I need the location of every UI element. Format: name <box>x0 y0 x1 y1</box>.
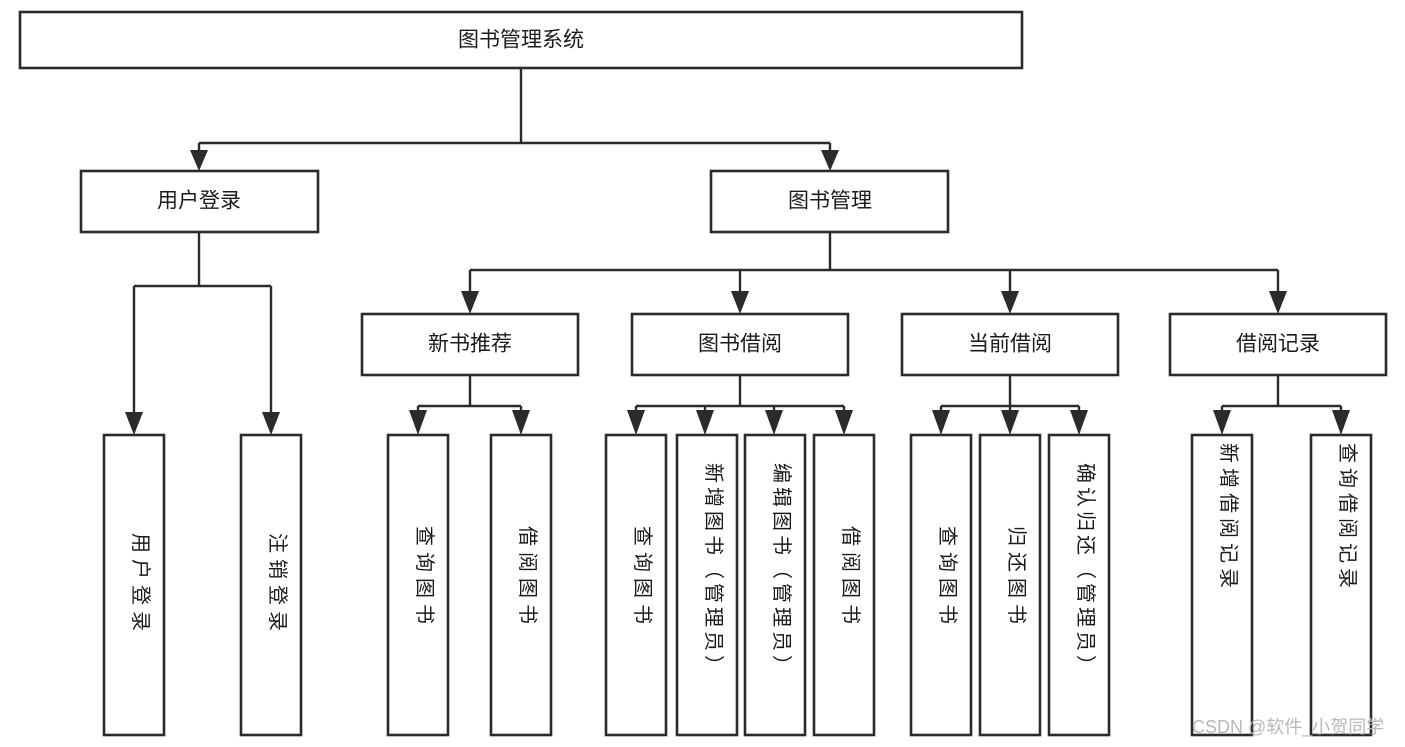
node-leaf-add-book[interactable]: 新增图书（管理员） <box>675 433 739 737</box>
node-new-book-recommend-label: 新书推荐 <box>428 333 512 356</box>
arrow-head-leaf-add-book <box>696 410 714 435</box>
node-leaf-query-book-2-label: 查询图书 <box>631 526 654 630</box>
node-leaf-borrow-book-1-label: 借阅图书 <box>516 526 539 630</box>
node-leaf-edit-book[interactable]: 编辑图书（管理员） <box>743 433 807 737</box>
node-root-label: 图书管理系统 <box>458 29 584 52</box>
node-leaf-confirm-return[interactable]: 确认归还（管理员） <box>1047 433 1111 737</box>
node-book-borrow-label: 图书借阅 <box>698 333 782 356</box>
node-leaf-borrow-book-2-box[interactable] <box>812 433 876 737</box>
arrow-head-book-management <box>821 150 839 171</box>
node-book-management[interactable]: 图书管理 <box>709 169 950 234</box>
node-leaf-query-record-box[interactable] <box>1309 433 1373 737</box>
node-new-book-recommend[interactable]: 新书推荐 <box>360 312 580 377</box>
node-leaf-add-record[interactable]: 新增借阅记录 <box>1190 433 1254 737</box>
arrow-head-leaf-confirm-return <box>1070 410 1088 435</box>
arrow-head-leaf-query-book-2 <box>627 410 645 435</box>
node-leaf-query-book-1[interactable]: 查询图书 <box>386 433 450 737</box>
node-root[interactable]: 图书管理系统 <box>18 10 1024 70</box>
arrow-head-new-book-recommend <box>461 291 479 314</box>
node-leaf-query-book-1-label: 查询图书 <box>413 526 436 630</box>
arrow-head-leaf-query-book-3 <box>932 410 950 435</box>
node-leaf-edit-book-label: 编辑图书（管理员） <box>770 463 793 679</box>
node-borrow-record-box[interactable] <box>1168 312 1388 377</box>
arrow-head-leaf-return-book <box>1001 410 1019 435</box>
arrow-head-user-login <box>190 150 208 171</box>
node-leaf-borrow-book-1-box[interactable] <box>489 433 553 737</box>
connector-layer <box>125 68 1350 435</box>
node-borrow-record-label: 借阅记录 <box>1236 333 1320 356</box>
node-user-login-label: 用户登录 <box>157 190 241 213</box>
node-leaf-confirm-return-box[interactable] <box>1047 433 1111 737</box>
arrow-head-current-borrow <box>1001 291 1019 314</box>
node-leaf-user-login-label: 用户登录 <box>129 533 152 637</box>
arrow-head-leaf-edit-book <box>765 410 783 435</box>
node-leaf-user-logout[interactable]: 注销登录 <box>239 433 303 737</box>
node-current-borrow[interactable]: 当前借阅 <box>900 312 1120 377</box>
node-leaf-return-book[interactable]: 归还图书 <box>978 433 1042 737</box>
node-leaf-add-record-box[interactable] <box>1190 433 1254 737</box>
node-leaf-edit-book-box[interactable] <box>743 433 807 737</box>
arrow-head-leaf-user-login <box>125 412 143 435</box>
node-leaf-query-book-3-box[interactable] <box>909 433 973 737</box>
node-leaf-user-logout-label: 注销登录 <box>266 533 289 637</box>
node-root-box[interactable] <box>18 10 1024 70</box>
node-leaf-query-book-1-box[interactable] <box>386 433 450 737</box>
node-user-login-box[interactable] <box>79 169 320 234</box>
arrow-head-borrow-record <box>1269 291 1287 314</box>
arrow-head-leaf-borrow-book-2 <box>835 410 853 435</box>
node-leaf-query-book-3[interactable]: 查询图书 <box>909 433 973 737</box>
node-book-management-box[interactable] <box>709 169 950 234</box>
node-borrow-record[interactable]: 借阅记录 <box>1168 312 1388 377</box>
node-leaf-borrow-book-2[interactable]: 借阅图书 <box>812 433 876 737</box>
node-leaf-borrow-book-2-label: 借阅图书 <box>839 526 862 630</box>
node-leaf-return-book-label: 归还图书 <box>1005 526 1028 630</box>
node-current-borrow-label: 当前借阅 <box>968 333 1052 356</box>
node-leaf-return-book-box[interactable] <box>978 433 1042 737</box>
node-leaf-add-record-label: 新增借阅记录 <box>1217 443 1240 593</box>
node-book-management-label: 图书管理 <box>788 190 872 213</box>
arrow-head-leaf-query-record <box>1332 410 1350 435</box>
arrow-head-book-borrow <box>731 291 749 314</box>
node-leaf-query-book-2[interactable]: 查询图书 <box>604 433 668 737</box>
node-user-login[interactable]: 用户登录 <box>79 169 320 234</box>
node-book-borrow[interactable]: 图书借阅 <box>630 312 850 377</box>
node-leaf-confirm-return-label: 确认归还（管理员） <box>1074 463 1097 679</box>
node-leaf-query-record[interactable]: 查询借阅记录 <box>1309 433 1373 737</box>
node-leaf-query-book-2-box[interactable] <box>604 433 668 737</box>
node-leaf-user-login[interactable]: 用户登录 <box>102 433 166 737</box>
arrow-head-leaf-add-record <box>1213 410 1231 435</box>
node-leaf-query-book-3-label: 查询图书 <box>936 526 959 630</box>
node-leaf-borrow-book-1[interactable]: 借阅图书 <box>489 433 553 737</box>
node-leaf-user-login-box[interactable] <box>102 433 166 737</box>
node-new-book-recommend-box[interactable] <box>360 312 580 377</box>
node-leaf-user-logout-box[interactable] <box>239 433 303 737</box>
node-leaf-query-record-label: 查询借阅记录 <box>1336 443 1359 593</box>
arrow-head-leaf-borrow-book-1 <box>512 410 530 435</box>
node-leaf-add-book-box[interactable] <box>675 433 739 737</box>
arrow-head-leaf-user-logout <box>262 412 280 435</box>
node-leaf-add-book-label: 新增图书（管理员） <box>702 463 725 679</box>
arrow-head-leaf-query-book-1 <box>409 410 427 435</box>
watermark-label: CSDN @软件_小贺同学 <box>1192 717 1384 738</box>
node-current-borrow-box[interactable] <box>900 312 1120 377</box>
node-book-borrow-box[interactable] <box>630 312 850 377</box>
